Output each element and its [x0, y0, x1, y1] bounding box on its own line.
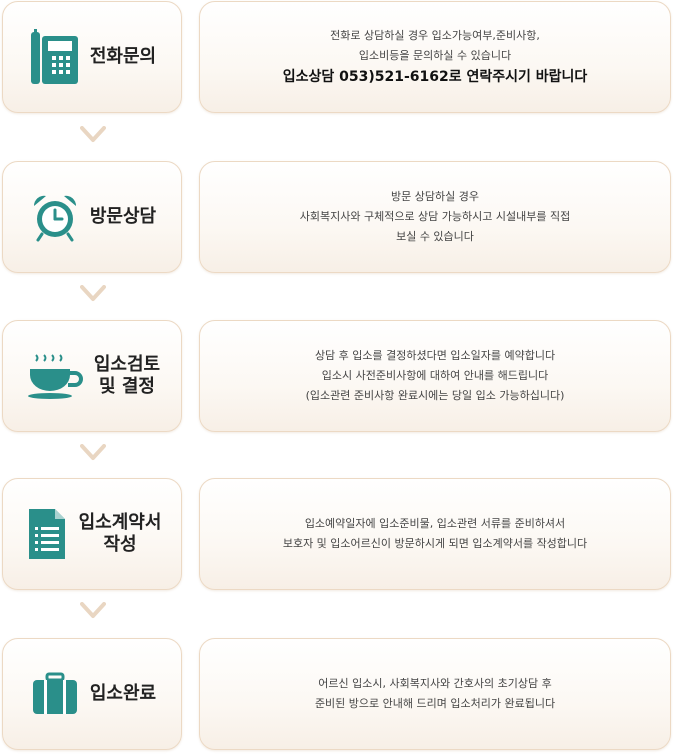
chevron-down-icon: [80, 444, 106, 460]
chevron-down-icon: [80, 602, 106, 618]
step-title: 전화문의: [89, 46, 157, 67]
description-line: 입소비등을 문의하실 수 있습니다: [358, 49, 512, 62]
document-icon: [23, 502, 71, 566]
step-review-decision: 입소검토 및 결정 상담 후 입소를 결정하셨다면 입소일자를 예약합니다 입소…: [0, 320, 673, 434]
step-description-box: 입소예약일자에 입소준비물, 입소관련 서류를 준비하셔서 보호자 및 입소어르…: [199, 478, 671, 590]
description-line: 사회복지사와 구체적으로 상담 가능하시고 시설내부를 직접: [299, 210, 571, 223]
chevron-down-icon: [80, 285, 106, 301]
step-label-box: 입소검토 및 결정: [2, 320, 182, 432]
step-phone-inquiry: 전화문의 전화로 상담하실 경우 입소가능여부,준비사항, 입소비등을 문의하실…: [0, 1, 673, 115]
step-label-box: 입소계약서 작성: [2, 478, 182, 590]
description-line: 방문 상담하실 경우: [391, 190, 479, 203]
step-title: 입소계약서 작성: [78, 512, 162, 555]
luggage-icon: [28, 662, 82, 726]
step-description-box: 전화로 상담하실 경우 입소가능여부,준비사항, 입소비등을 문의하실 수 있습…: [199, 1, 671, 113]
step-title: 방문상담: [89, 206, 157, 227]
description-line: 보실 수 있습니다: [396, 230, 474, 243]
chevron-down-icon: [80, 126, 106, 142]
alarm-clock-icon: [28, 185, 82, 249]
description-line: 보호자 및 입소어르신이 방문하시게 되면 입소계약서를 작성합니다: [282, 537, 588, 550]
tea-cup-icon: [24, 344, 86, 408]
contact-highlight: 입소상담 053)521-6162로 연락주시기 바랍니다: [282, 69, 588, 85]
description-line: 어르신 입소시, 사회복지사와 간호사의 초기상담 후: [318, 677, 552, 690]
telephone-icon: [28, 25, 82, 89]
description-line: 입소시 사전준비사항에 대하여 안내를 해드립니다: [321, 369, 549, 382]
step-contract: 입소계약서 작성 입소예약일자에 입소준비물, 입소관련 서류를 준비하셔서 보…: [0, 478, 673, 592]
step-title: 입소검토 및 결정: [93, 354, 161, 397]
step-title: 입소완료: [89, 683, 157, 704]
step-label-box: 입소완료: [2, 638, 182, 750]
description-line: 준비된 방으로 안내해 드리며 입소처리가 완료됩니다: [314, 697, 556, 710]
description-line: (입소관련 준비사항 완료시에는 당일 입소 가능하십니다): [305, 389, 565, 402]
step-label-box: 방문상담: [2, 161, 182, 273]
step-description-box: 방문 상담하실 경우 사회복지사와 구체적으로 상담 가능하시고 시설내부를 직…: [199, 161, 671, 273]
step-description-box: 상담 후 입소를 결정하셨다면 입소일자를 예약합니다 입소시 사전준비사항에 …: [199, 320, 671, 432]
description-line: 전화로 상담하실 경우 입소가능여부,준비사항,: [330, 29, 540, 42]
step-label-box: 전화문의: [2, 1, 182, 113]
step-visit-consultation: 방문상담 방문 상담하실 경우 사회복지사와 구체적으로 상담 가능하시고 시설…: [0, 161, 673, 275]
description-line: 상담 후 입소를 결정하셨다면 입소일자를 예약합니다: [314, 349, 556, 362]
step-description-box: 어르신 입소시, 사회복지사와 간호사의 초기상담 후 준비된 방으로 안내해 …: [199, 638, 671, 750]
step-admission-complete: 입소완료 어르신 입소시, 사회복지사와 간호사의 초기상담 후 준비된 방으로…: [0, 638, 673, 752]
description-line: 입소예약일자에 입소준비물, 입소관련 서류를 준비하셔서: [304, 517, 566, 530]
